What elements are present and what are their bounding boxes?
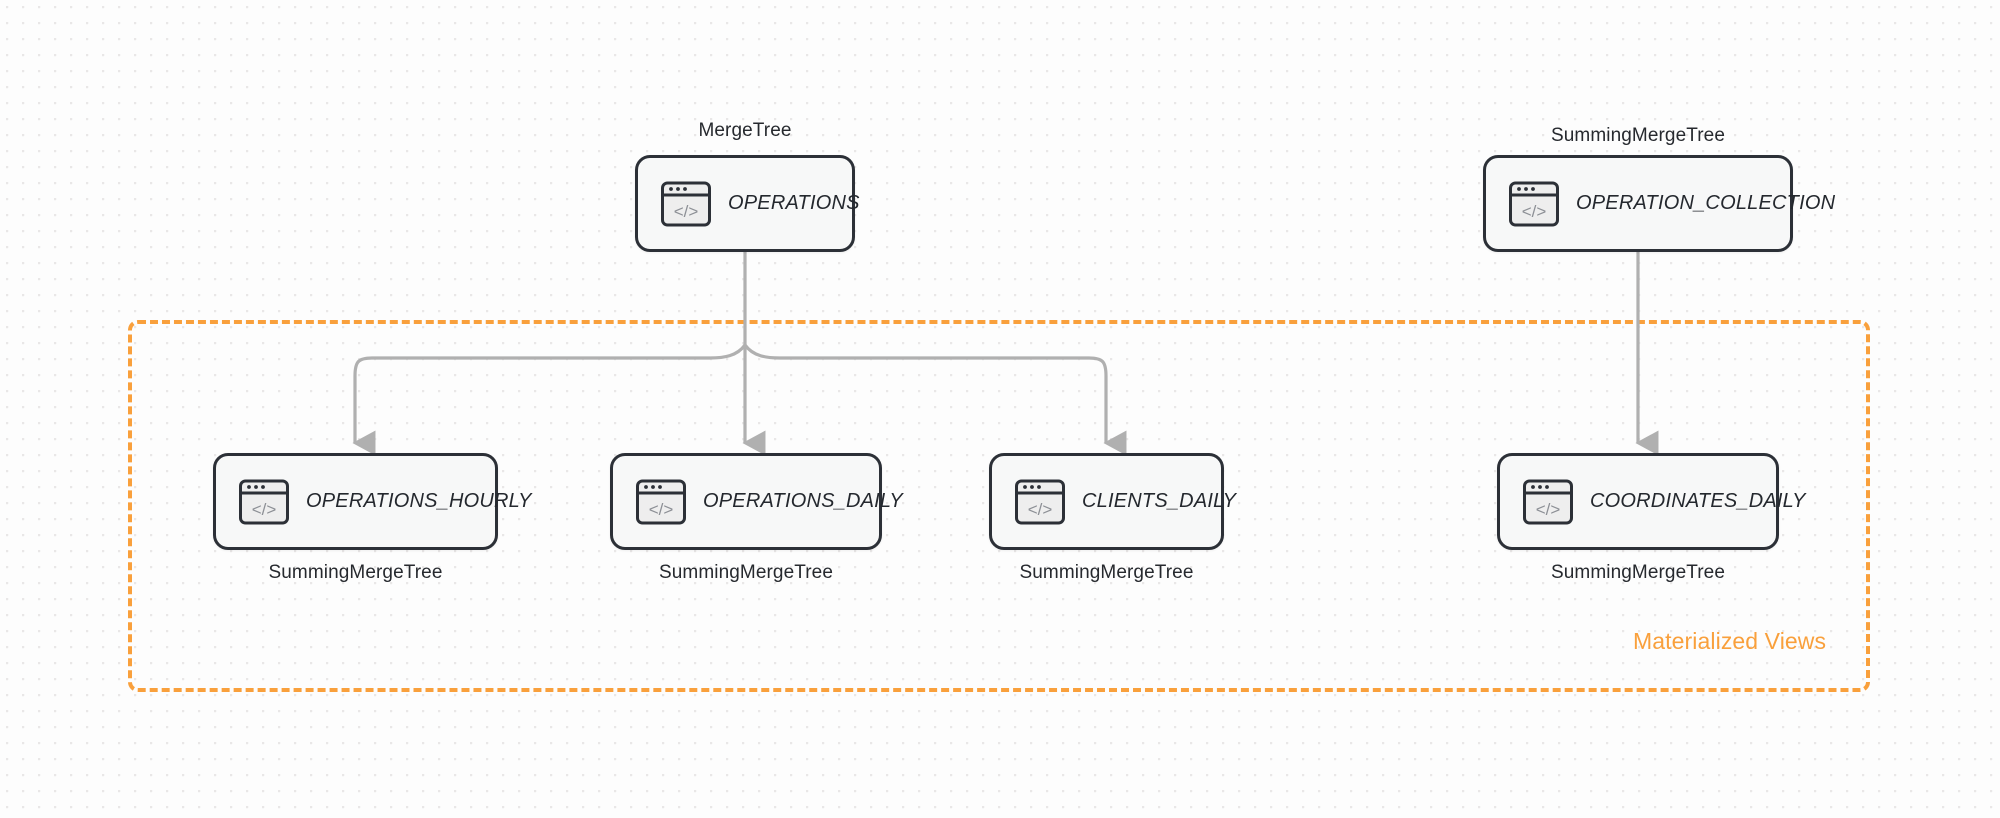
svg-text:</>: </> — [1536, 500, 1561, 519]
node-label-clients-daily: CLIENTS_DAILY — [1082, 490, 1237, 512]
node-label-operations-daily: OPERATIONS_DAILY — [703, 490, 903, 512]
code-window-icon: </> — [1508, 179, 1560, 229]
svg-text:</>: </> — [649, 500, 674, 519]
node-operations[interactable]: </> OPERATIONS — [635, 155, 859, 252]
node-label-operations-hourly: OPERATIONS_HOURLY — [306, 490, 532, 512]
node-label-operation-collection: OPERATION_COLLECTION — [1576, 192, 1836, 214]
svg-text:</>: </> — [674, 202, 699, 221]
engine-label-operations-daily: SummingMergeTree — [658, 562, 834, 583]
code-window-icon: </> — [238, 477, 290, 527]
node-operations-hourly[interactable]: </> OPERATIONS_HOURLY — [213, 453, 531, 550]
code-window-icon: </> — [660, 179, 712, 229]
svg-text:</>: </> — [1028, 500, 1053, 519]
engine-label-coordinates-daily: SummingMergeTree — [1550, 562, 1726, 583]
svg-text:</>: </> — [252, 500, 277, 519]
node-clients-daily[interactable]: </> CLIENTS_DAILY — [989, 453, 1236, 550]
node-label-coordinates-daily: COORDINATES_DAILY — [1590, 490, 1806, 512]
code-window-icon: </> — [1014, 477, 1066, 527]
code-window-icon: </> — [1522, 477, 1574, 527]
engine-label-operation-collection: SummingMergeTree — [1550, 125, 1726, 146]
node-operation-collection[interactable]: </> OPERATION_COLLECTION — [1483, 155, 1835, 252]
node-coordinates-daily[interactable]: </> COORDINATES_DAILY — [1497, 453, 1805, 550]
engine-label-operations: MergeTree — [698, 120, 792, 141]
code-window-icon: </> — [635, 477, 687, 527]
engine-label-clients-daily: SummingMergeTree — [1019, 562, 1194, 583]
engine-label-operations-hourly: SummingMergeTree — [268, 562, 443, 583]
node-label-operations: OPERATIONS — [728, 192, 860, 214]
node-operations-daily[interactable]: </> OPERATIONS_DAILY — [610, 453, 903, 550]
svg-text:</>: </> — [1522, 202, 1547, 221]
materialized-views-caption: Materialized Views — [1633, 628, 1827, 654]
materialized-views-group — [128, 320, 1870, 692]
